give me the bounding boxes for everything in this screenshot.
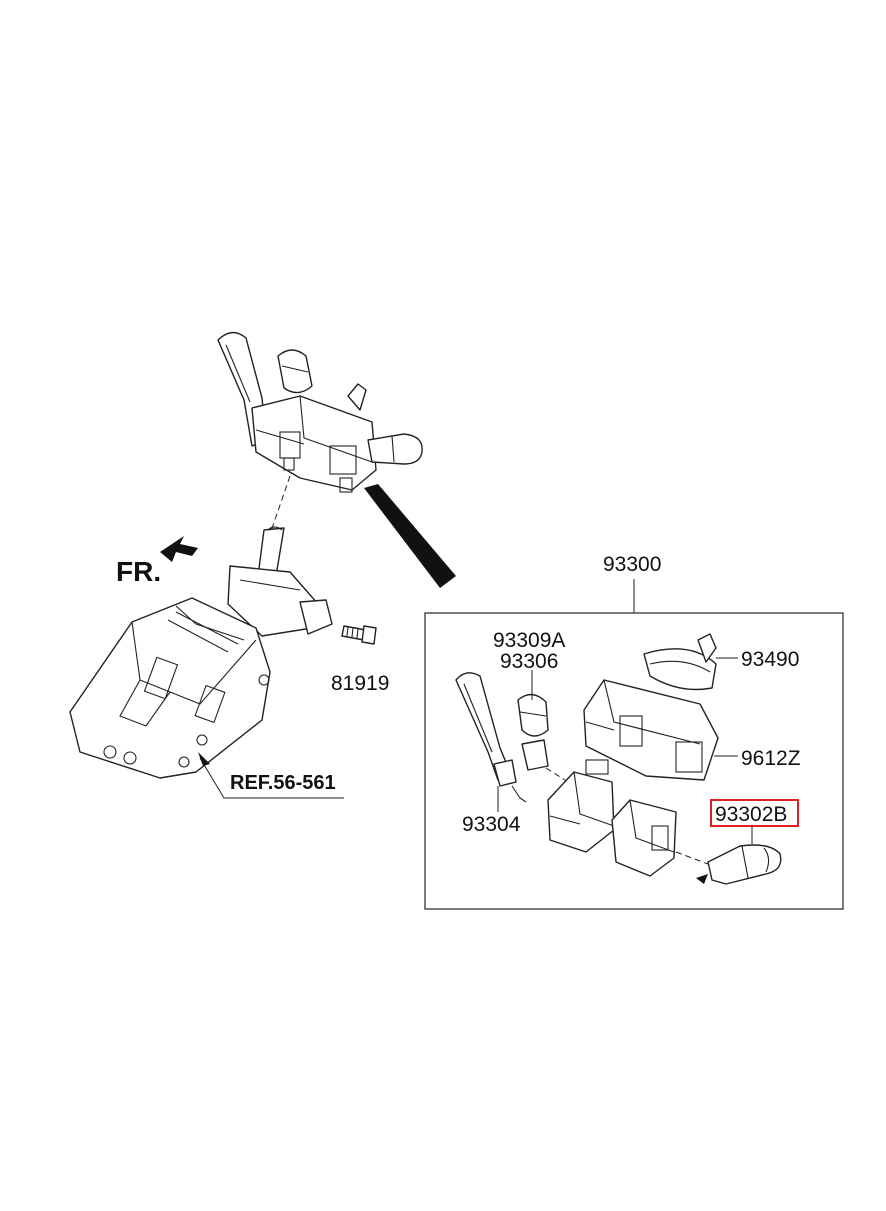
ref-label[interactable]: REF.56-561 bbox=[230, 772, 336, 794]
part-9612z-body[interactable] bbox=[583, 679, 719, 781]
part-93304-lever[interactable] bbox=[455, 672, 527, 803]
front-direction-arrow-icon bbox=[160, 536, 198, 562]
part-label-81919[interactable]: 81919 bbox=[331, 672, 389, 695]
multifunction-switch-assembly[interactable] bbox=[217, 331, 423, 493]
part-label-9612z[interactable]: 9612Z bbox=[741, 747, 801, 770]
part-label-93309a[interactable]: 93309A bbox=[493, 629, 565, 652]
part-93306-knob[interactable] bbox=[517, 693, 549, 771]
part-label-93300[interactable]: 93300 bbox=[603, 553, 661, 576]
assembly-direction-arrow-icon bbox=[696, 874, 708, 884]
steering-column[interactable] bbox=[69, 526, 333, 779]
ref-arrow-icon bbox=[198, 752, 210, 766]
switch-module-left[interactable] bbox=[547, 759, 615, 853]
wiring-harness bbox=[364, 484, 456, 588]
part-93490-clock-spring[interactable] bbox=[643, 633, 717, 691]
front-label: FR. bbox=[116, 556, 161, 587]
part-label-93304[interactable]: 93304 bbox=[462, 813, 521, 836]
part-label-93306[interactable]: 93306 bbox=[500, 650, 558, 673]
exploded-view-box bbox=[424, 612, 844, 910]
highlight-box bbox=[710, 799, 799, 827]
part-label-93302b[interactable]: 93302B bbox=[715, 803, 787, 826]
switch-module-right[interactable] bbox=[611, 799, 677, 877]
part-93302b-stalk[interactable] bbox=[707, 844, 782, 885]
part-label-93490[interactable]: 93490 bbox=[741, 648, 799, 671]
bolt-81919[interactable] bbox=[341, 625, 377, 645]
